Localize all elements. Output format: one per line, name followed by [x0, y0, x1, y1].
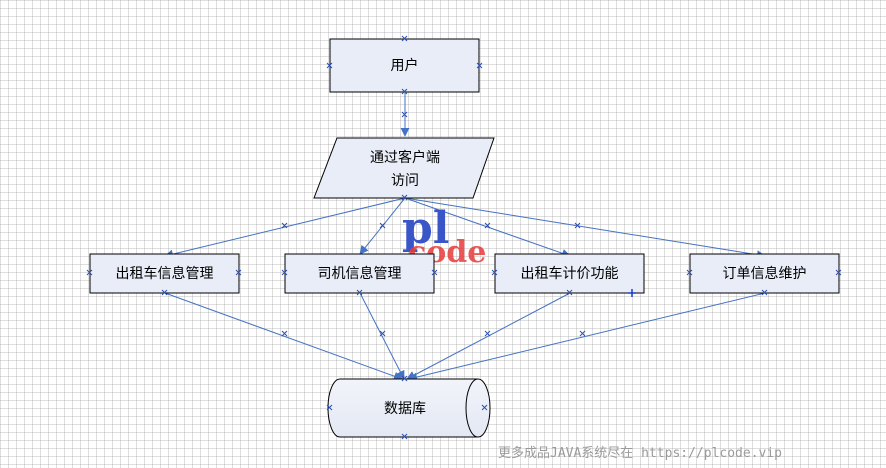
node-client-access[interactable]: 通过客户端 访问 — [313, 137, 495, 199]
edge-client-to-taxi-pricing — [404, 197, 571, 258]
node-driver-info[interactable]: 司机信息管理 — [284, 253, 435, 294]
edge-taxi-info-to-db — [164, 292, 403, 381]
node-database-label: 数据库 — [384, 401, 426, 417]
edge-taxi-pricing-to-db — [406, 292, 571, 380]
node-database-end-cap — [465, 378, 479, 438]
watermark-part1: pl — [402, 203, 449, 254]
node-taxi-pricing-box — [494, 253, 645, 294]
node-taxi-pricing-label: 出租车计价功能 — [521, 265, 619, 282]
node-client-access-shape — [313, 137, 495, 199]
edge-driver-info-to-db — [359, 292, 405, 380]
blue-plus-marker — [628, 289, 636, 297]
node-driver-info-label: 司机信息管理 — [318, 265, 402, 282]
edge-client-to-order-info — [404, 197, 766, 260]
edge-order-info-to-db — [408, 292, 766, 382]
node-client-access-label-line1: 通过客户端 — [370, 149, 440, 166]
connection-points — [86, 35, 842, 440]
node-client-access-label-line2: 访问 — [391, 173, 419, 189]
node-order-info-label: 订单信息维护 — [723, 265, 807, 282]
node-taxi-pricing[interactable]: 出租车计价功能 — [494, 253, 645, 294]
node-user[interactable]: 用户 — [329, 38, 480, 93]
node-user-label: 用户 — [391, 57, 419, 74]
node-taxi-info-label: 出租车信息管理 — [116, 265, 214, 282]
watermark-logo: pl code — [402, 203, 486, 270]
node-database[interactable]: 数据库 — [327, 378, 491, 438]
node-order-info[interactable]: 订单信息维护 — [689, 253, 840, 294]
edge-client-to-taxi-info — [164, 197, 406, 259]
edges — [164, 92, 766, 382]
node-driver-info-box — [284, 253, 435, 294]
footer-promo-text: 更多成品JAVA系统尽在 https://plcode.vip — [498, 446, 783, 461]
node-taxi-info[interactable]: 出租车信息管理 — [89, 253, 240, 294]
